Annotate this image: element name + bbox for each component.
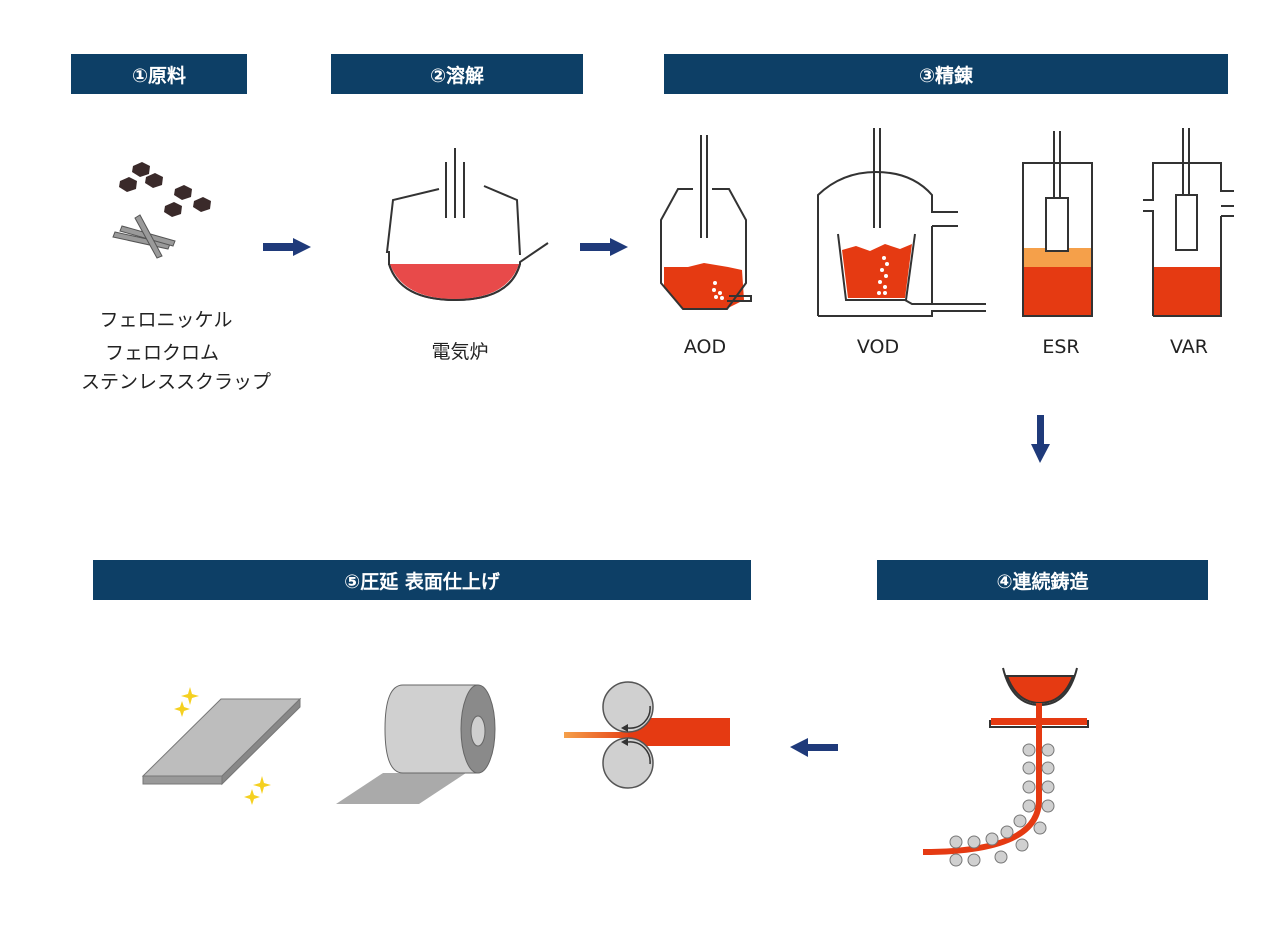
coil-illustration <box>336 684 496 804</box>
header-melting: ②溶解 <box>331 54 583 94</box>
var-vessel-illustration <box>1143 128 1234 317</box>
electric-furnace-illustration <box>385 148 549 302</box>
sparkle-icon <box>174 687 271 805</box>
esr-vessel-illustration <box>1022 131 1093 317</box>
header-rolling-finishing: ⑤圧延 表面仕上げ <box>93 560 751 600</box>
raw-materials-illustration <box>112 162 211 259</box>
label-esr: ESR <box>1042 336 1080 358</box>
label-electric-furnace: 電気炉 <box>431 341 489 363</box>
arrow-right-icon <box>580 238 628 256</box>
header-raw-materials: ①原料 <box>71 54 247 94</box>
raw-item-ferrochrome: フェロクロム <box>104 342 219 364</box>
label-var: VAR <box>1170 336 1208 358</box>
raw-item-ferronickel: フェロニッケル <box>99 309 233 331</box>
label-aod: AOD <box>683 336 727 358</box>
raw-item-stainless-scrap: ステンレススクラップ <box>80 371 271 393</box>
arrow-right-icon <box>263 238 311 256</box>
finished-sheet-illustration <box>141 697 302 786</box>
vod-vessel-illustration <box>817 128 986 317</box>
label-vod: VOD <box>856 336 900 358</box>
continuous-casting-illustration <box>922 667 1089 867</box>
arrow-left-icon <box>790 738 838 757</box>
header-refining: ③精錬 <box>664 54 1228 94</box>
header-continuous-casting: ④連続鋳造 <box>877 560 1208 600</box>
aod-vessel-illustration <box>660 135 752 310</box>
arrow-down-icon <box>1031 415 1050 463</box>
rolling-mill-illustration <box>564 681 730 789</box>
